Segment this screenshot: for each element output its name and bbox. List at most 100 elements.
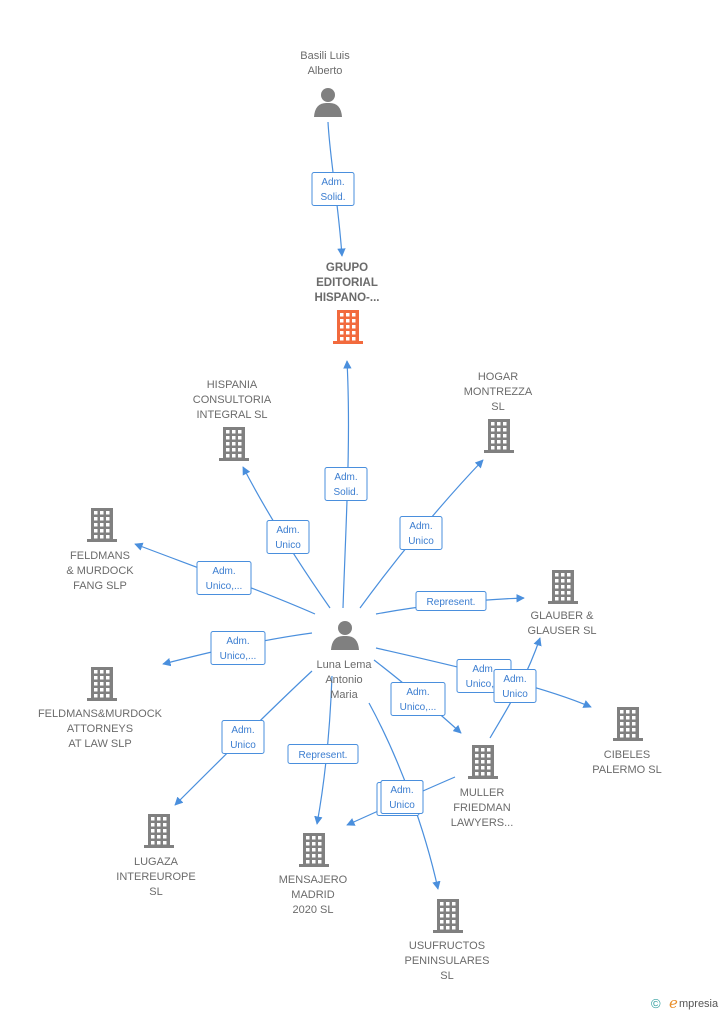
building-window — [491, 446, 495, 450]
edge-label-luna-hispania[interactable]: Adm.Unico — [266, 520, 310, 554]
building-icon — [484, 419, 514, 453]
edge-label-basili-grupo[interactable]: Adm.Solid. — [311, 172, 355, 206]
building-window — [481, 760, 485, 764]
building-window — [106, 688, 110, 692]
building-window — [163, 835, 167, 839]
building-window — [481, 772, 485, 776]
node-label-line: HISPANO-... — [315, 292, 380, 304]
building-window — [346, 337, 350, 341]
edge-label-text: Adm. — [390, 785, 413, 796]
building-window — [340, 319, 344, 323]
building-icon — [219, 427, 249, 461]
edge-label-box — [287, 744, 359, 764]
node-label-line: MADRID — [291, 889, 334, 901]
node-glauber[interactable]: GLAUBER &GLAUSER SL — [527, 570, 597, 637]
edge-label-luna-feldmans-att[interactable]: Adm.Unico,... — [210, 631, 266, 665]
building-window — [487, 772, 491, 776]
building-window — [94, 523, 98, 527]
building-window — [626, 722, 630, 726]
node-label-line: FELDMANS&MURDOCK — [38, 708, 163, 720]
building-window — [106, 670, 110, 674]
edge-label-text: Adm. — [406, 687, 429, 698]
person-body — [331, 635, 359, 650]
building-window — [475, 760, 479, 764]
edge-label-luna-usufructos[interactable]: Adm.Unico — [380, 780, 424, 814]
copyright-symbol: © — [651, 996, 661, 1011]
building-window — [163, 841, 167, 845]
building-window — [567, 579, 571, 583]
building-window — [163, 829, 167, 833]
edge-label-text: Unico,... — [466, 679, 503, 690]
building-window — [318, 842, 322, 846]
edge-label-luna-feldmans-fang[interactable]: Adm.Unico,... — [196, 561, 252, 595]
building-window — [561, 573, 565, 577]
building-window — [555, 579, 559, 583]
building-window — [475, 772, 479, 776]
brand-logo-initial: e — [669, 994, 678, 1012]
building-window — [238, 454, 242, 458]
building-window — [626, 728, 630, 732]
building-window — [306, 854, 310, 858]
edge-label-luna-lugaza[interactable]: Adm.Unico — [221, 720, 265, 754]
edge-label-muller-glauber[interactable]: Adm.Unico — [493, 669, 537, 703]
building-window — [106, 529, 110, 533]
building-window — [226, 448, 230, 452]
edge-label-text: Adm. — [321, 177, 344, 188]
building-window — [318, 860, 322, 864]
building-window — [561, 597, 565, 601]
node-label-line: Maria — [330, 689, 358, 701]
node-label-line: HISPANIA — [207, 379, 258, 391]
building-window — [106, 694, 110, 698]
building-window — [620, 722, 624, 726]
building-window — [106, 511, 110, 515]
edge-label-luna-glauber[interactable]: Represent. — [415, 591, 487, 611]
building-window — [232, 430, 236, 434]
node-label-line: Basili Luis — [300, 50, 350, 62]
building-window — [312, 854, 316, 858]
edge-label-text: Unico,... — [220, 651, 257, 662]
building-window — [620, 734, 624, 738]
edge-label-luna-muller[interactable]: Adm.Unico,... — [390, 682, 446, 716]
building-window — [452, 920, 456, 924]
building-window — [446, 914, 450, 918]
building-window — [232, 454, 236, 458]
building-window — [440, 914, 444, 918]
edge-label-luna-grupo[interactable]: Adm.Solid. — [324, 467, 368, 501]
building-window — [94, 670, 98, 674]
building-window — [491, 434, 495, 438]
edge-label-luna-mensajero[interactable]: Represent. — [287, 744, 359, 764]
building-window — [352, 319, 356, 323]
building-icon — [613, 707, 643, 741]
building-window — [561, 585, 565, 589]
building-window — [100, 511, 104, 515]
building-window — [491, 428, 495, 432]
node-grupo[interactable]: GRUPOEDITORIALHISPANO-... — [315, 262, 380, 344]
node-label-line: GRUPO — [326, 262, 368, 274]
building-window — [232, 436, 236, 440]
building-window — [555, 573, 559, 577]
building-window — [491, 422, 495, 426]
node-muller[interactable]: MULLERFRIEDMANLAWYERS... — [451, 745, 514, 829]
building-window — [632, 716, 636, 720]
building-window — [306, 848, 310, 852]
node-label-line: INTEREUROPE — [116, 871, 195, 883]
person-icon — [314, 88, 342, 117]
node-label-line: & MURDOCK — [66, 565, 134, 577]
edge-label-luna-hogar[interactable]: Adm.Unico — [399, 516, 443, 550]
building-window — [497, 428, 501, 432]
node-label-line: MONTREZZA — [464, 386, 533, 398]
building-window — [481, 754, 485, 758]
building-window — [503, 440, 507, 444]
building-window — [475, 766, 479, 770]
